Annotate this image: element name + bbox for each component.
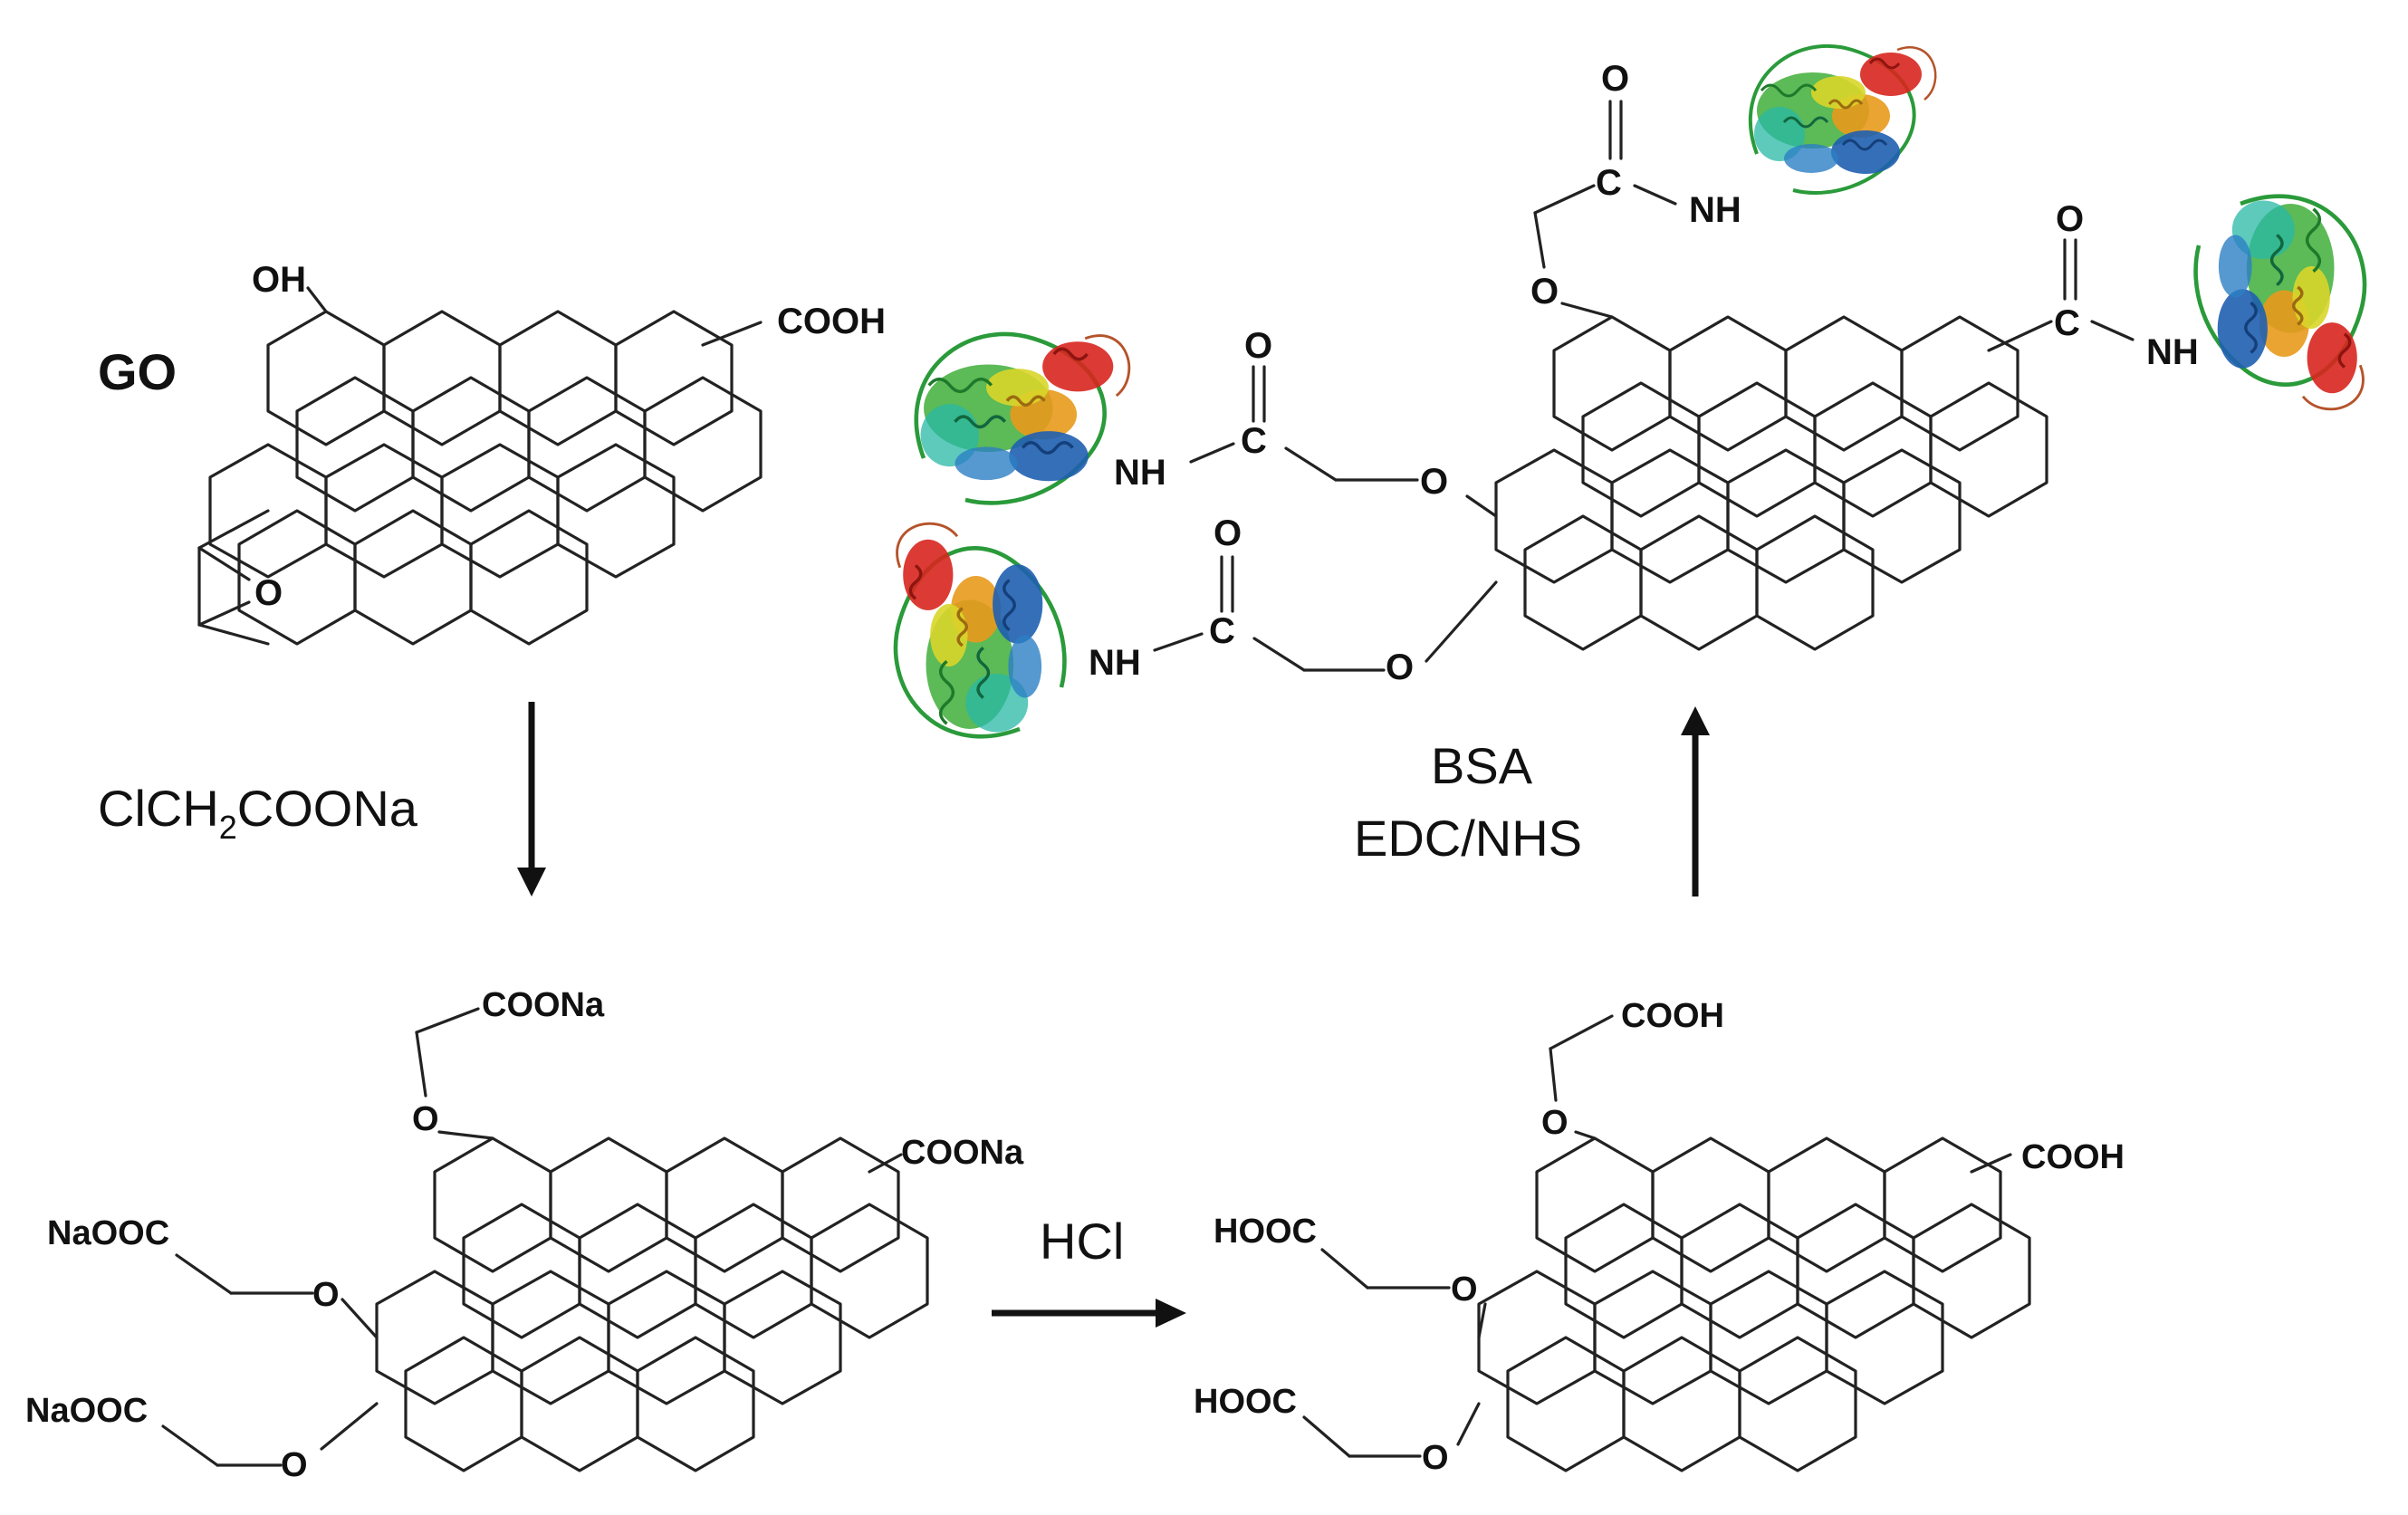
- carbonyl-oxygen-right: O: [2056, 199, 2084, 239]
- ether-oxygen-left-lower-2: O: [1422, 1439, 1449, 1477]
- reagent-edc-nhs: EDC/NHS: [1354, 810, 1582, 867]
- amide-carbon-left-lower: C: [1209, 611, 1235, 651]
- arrowhead-down: [517, 868, 546, 897]
- amide-carbon-left-upper: C: [1241, 421, 1267, 461]
- amide-nh-left-lower: NH: [1089, 643, 1141, 683]
- bsa-protein-left-upper: [916, 334, 1129, 503]
- bsa-protein-left-lower: [896, 523, 1064, 736]
- carboxymethyl-go-sodium-structure: O COONa COONa O NaOOC O NaOOC: [25, 986, 1024, 1484]
- hydroxyl-label: OH: [252, 260, 306, 300]
- arrowhead-right: [1156, 1299, 1186, 1328]
- ether-oxygen-bsa-left-lower: O: [1386, 647, 1414, 687]
- amide-nh-left-upper: NH: [1114, 453, 1166, 493]
- coona-label-top: COONa: [482, 986, 605, 1024]
- cooh-label-right: COOH: [2021, 1138, 2125, 1176]
- naooc-label-upper: NaOOC: [47, 1214, 169, 1252]
- hooc-label-upper: HOOC: [1214, 1213, 1317, 1251]
- amide-carbon-top: C: [1596, 163, 1622, 203]
- ether-oxygen-left-upper-2: O: [1451, 1270, 1478, 1309]
- ether-oxygen-left-lower: O: [281, 1446, 308, 1484]
- ether-oxygen-bsa-top: O: [1530, 272, 1559, 312]
- graphene-oxide-structure: OH COOH O: [197, 260, 886, 646]
- amide-nh-right: NH: [2146, 332, 2199, 372]
- carboxymethyl-go-acid-structure: O COOH COOH O HOOC O HOOC: [1194, 997, 2125, 1477]
- ether-oxygen-top-2: O: [1541, 1104, 1569, 1142]
- ether-oxygen-top: O: [412, 1100, 439, 1138]
- coona-label-right: COONa: [901, 1134, 1024, 1172]
- go-label: GO: [98, 343, 177, 400]
- reagent-chloroacetate: ClCH2COONa: [98, 780, 418, 846]
- reagent-bsa: BSA: [1431, 737, 1533, 794]
- reagent-hcl: HCl: [1040, 1213, 1124, 1270]
- amide-nh-top: NH: [1689, 190, 1741, 230]
- carbonyl-oxygen-left-upper: O: [1244, 326, 1272, 366]
- bsa-protein-top: [1748, 43, 1938, 195]
- hooc-label-lower: HOOC: [1194, 1383, 1297, 1421]
- naooc-label-lower: NaOOC: [25, 1392, 148, 1430]
- ether-oxygen-bsa-left-upper: O: [1420, 462, 1448, 502]
- arrowhead-up: [1681, 706, 1710, 735]
- cooh-label-top: COOH: [1621, 997, 1724, 1035]
- carboxyl-label: COOH: [777, 302, 886, 341]
- carbonyl-oxygen-left-lower: O: [1214, 513, 1242, 553]
- amide-carbon-right: C: [2054, 303, 2080, 343]
- carbonyl-oxygen-top: O: [1601, 59, 1629, 99]
- bsa-conjugated-go-structure: O C O NH C O NH O C O NH O C O: [1089, 59, 2199, 687]
- bsa-protein-right: [2196, 197, 2365, 409]
- ether-oxygen-left-upper: O: [312, 1276, 340, 1314]
- epoxide-oxygen-label: O: [254, 573, 283, 613]
